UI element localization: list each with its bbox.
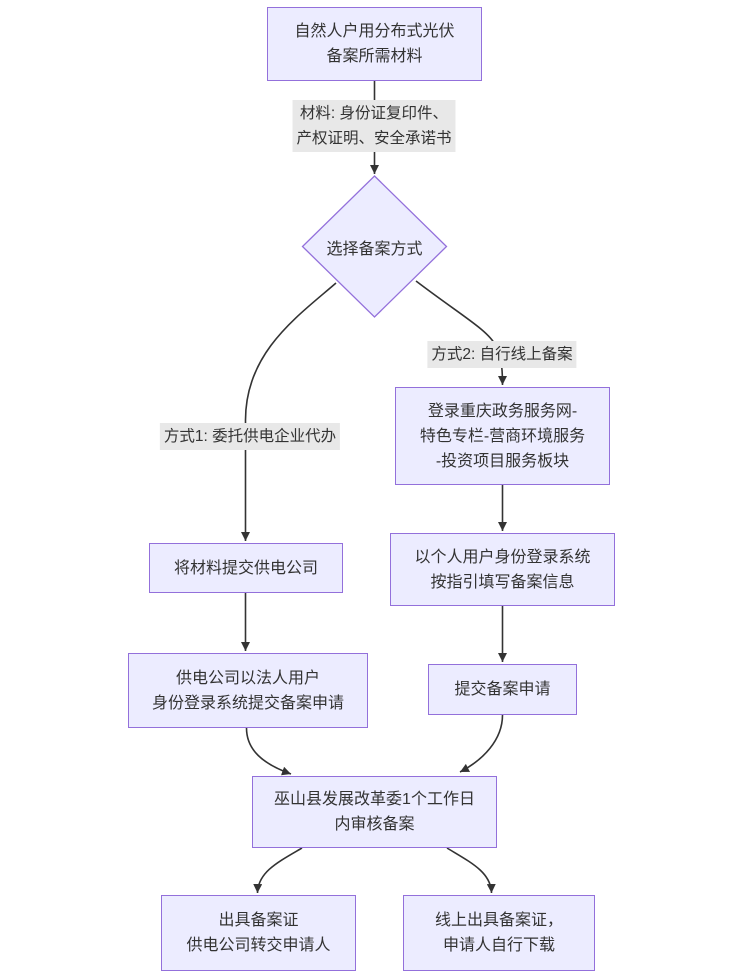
node-choose-method-label: 选择备案方式 xyxy=(326,240,423,258)
node-personal-login-fill: 以个人用户身份登录系统 按指引填写备案信息 xyxy=(390,533,615,606)
edge-choose-to-method2 xyxy=(415,280,507,386)
node-text-line: 提交备案申请 xyxy=(454,681,551,698)
edge-review-to-online-cert xyxy=(446,847,496,894)
edge-label-line: 材料: 身份证复印件、 xyxy=(299,105,449,122)
node-text-line: 备案所需材料 xyxy=(326,48,423,65)
edge-review-to-offline-cert xyxy=(253,847,303,894)
edge-label-materials: 材料: 身份证复印件、 产权证明、安全承诺书 xyxy=(292,100,456,152)
node-text-line: 按指引填写备案信息 xyxy=(430,573,575,591)
node-submit-application: 提交备案申请 xyxy=(428,664,577,715)
node-text-line: 巫山县发展改革委1个工作日 xyxy=(274,791,475,808)
edge-company-login-to-review xyxy=(245,727,292,776)
edge-label-line: 方式1: 委托供电企业代办 xyxy=(163,428,337,445)
node-text-line: 申请人自行下载 xyxy=(442,937,555,954)
node-text-line: 身份登录系统提交备案申请 xyxy=(151,694,344,712)
node-issue-cert-online: 线上出具备案证， 申请人自行下载 xyxy=(403,895,595,971)
node-issue-cert-offline: 出具备案证 供电公司转交申请人 xyxy=(161,895,356,971)
edge-label-method1: 方式1: 委托供电企业代办 xyxy=(159,423,341,450)
node-text-line: 供电公司以法人用户 xyxy=(175,669,320,687)
node-text-line: 以个人用户身份登录系统 xyxy=(414,548,591,566)
node-text-line: 线上出具备案证， xyxy=(434,912,563,929)
node-text-line: 自然人户用分布式光伏 xyxy=(294,23,455,40)
node-text-line: 将材料提交供电公司 xyxy=(173,559,318,577)
node-text-line: -投资项目服务板块 xyxy=(435,452,570,470)
node-company-login-submit: 供电公司以法人用户 身份登录系统提交备案申请 xyxy=(128,653,368,728)
edge-label-line: 方式2: 自行线上备案 xyxy=(431,346,573,363)
node-review-by-commission: 巫山县发展改革委1个工作日 内审核备案 xyxy=(252,776,497,848)
decision-diamond xyxy=(301,175,448,318)
node-text-line: 内审核备案 xyxy=(334,816,415,833)
node-text-line: 特色专栏-营商环境服务 xyxy=(419,427,586,445)
node-text-line: 供电公司转交申请人 xyxy=(186,937,331,954)
node-submit-to-power-company: 将材料提交供电公司 xyxy=(149,543,343,593)
node-materials-required: 自然人户用分布式光伏 备案所需材料 xyxy=(267,7,482,81)
node-login-gov-portal: 登录重庆政务服务网- 特色专栏-营商环境服务 -投资项目服务板块 xyxy=(395,387,610,485)
edge-choose-to-method1 xyxy=(241,282,337,541)
edge-label-line: 产权证明、安全承诺书 xyxy=(296,130,452,147)
node-text-line: 出具备案证 xyxy=(218,912,299,929)
edge-label-method2: 方式2: 自行线上备案 xyxy=(427,341,577,368)
node-text-line: 登录重庆政务服务网- xyxy=(427,402,578,420)
edge-submit-application-to-review xyxy=(459,714,504,773)
